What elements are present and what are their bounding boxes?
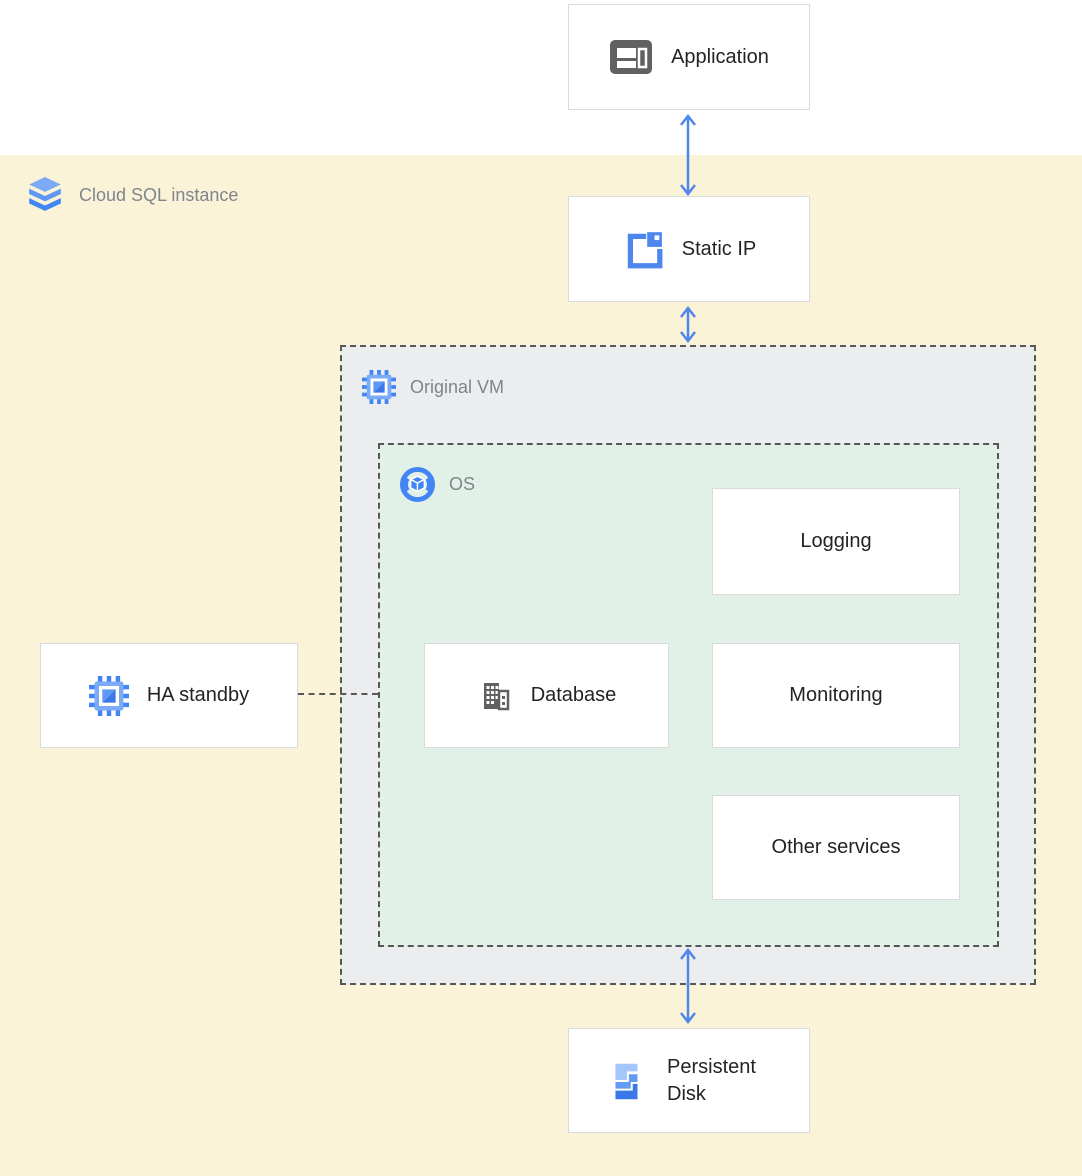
arrow-os-persistentdisk (680, 947, 696, 1025)
other-services-label: Other services (771, 836, 901, 858)
application-label: Application (671, 45, 769, 68)
monitoring-label: Monitoring (789, 684, 883, 706)
static-ip-node: Static IP (568, 196, 810, 302)
persistent-disk-label: Persistent Disk (667, 1055, 756, 1105)
original-vm-region: Original VM OS (340, 345, 1036, 985)
os-region: OS Database (378, 443, 999, 947)
connector-hastandby-os (298, 693, 378, 695)
cloud-sql-icon (29, 177, 61, 211)
arrow-application-staticip (680, 113, 696, 197)
arrow-staticip-vm (680, 305, 696, 344)
logging-label: Logging (800, 530, 872, 552)
database-label: Database (530, 684, 617, 706)
other-services-node: Other services (712, 795, 960, 900)
static-ip-icon (627, 232, 663, 269)
application-node: Application (568, 4, 810, 110)
ha-standby-node: HA standby (40, 643, 298, 748)
database-icon (483, 682, 509, 710)
os-icon (400, 466, 435, 502)
database-node: Database (424, 643, 669, 748)
os-label-group: OS (400, 466, 475, 502)
logging-node: Logging (712, 488, 960, 595)
os-label: OS (449, 473, 476, 494)
persistent-disk-node: Persistent Disk (568, 1028, 810, 1133)
application-icon (610, 40, 653, 74)
compute-engine-icon (362, 370, 396, 404)
cloud-sql-instance-label: Cloud SQL instance (79, 184, 239, 205)
original-vm-label-group: Original VM (362, 369, 504, 405)
monitoring-node: Monitoring (712, 643, 960, 748)
persistent-disk-icon (615, 1063, 638, 1099)
compute-engine-icon (88, 675, 129, 716)
static-ip-label: Static IP (681, 237, 757, 260)
original-vm-label: Original VM (410, 376, 505, 397)
ha-standby-label: HA standby (146, 684, 250, 706)
cloud-sql-instance-label-group: Cloud SQL instance (26, 174, 238, 216)
